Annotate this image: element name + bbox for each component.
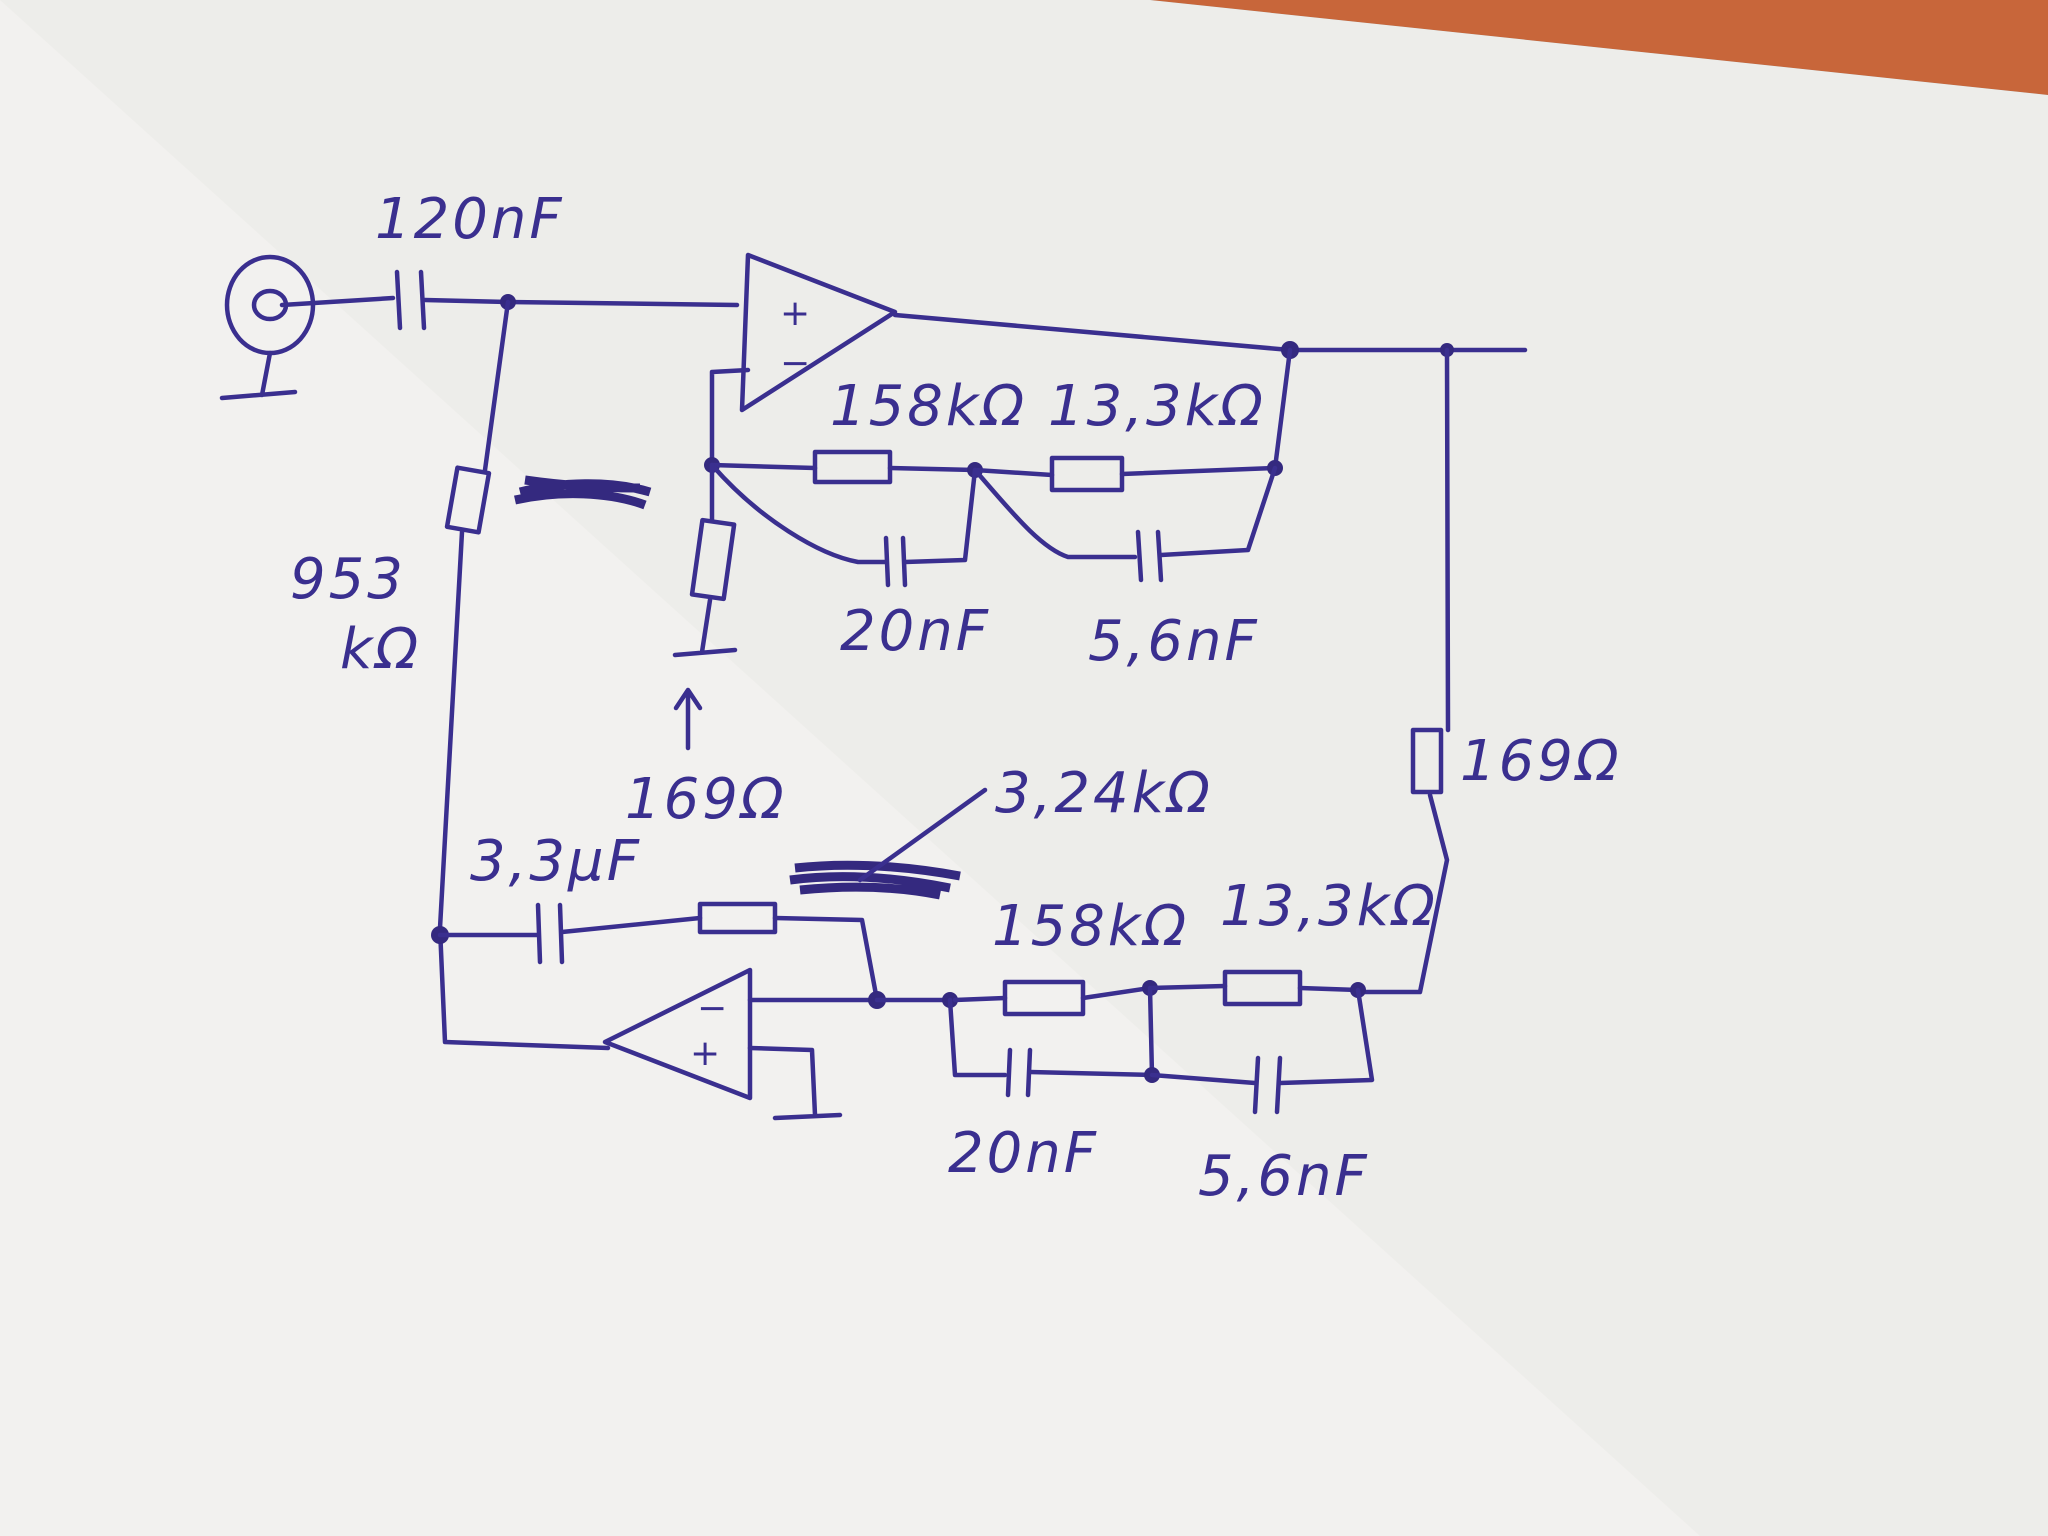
wire-to-top-r2 xyxy=(972,467,1055,478)
label-r-bias-unit: kΩ xyxy=(340,617,421,682)
arrow-up-icon xyxy=(673,687,703,751)
opamp-bottom-plus: + xyxy=(690,1033,720,1074)
wire-bias-bottom xyxy=(437,529,611,1051)
crossed-out-scribble-1 xyxy=(514,475,652,510)
ground-symbol-top xyxy=(672,597,738,658)
wire-top-c1-right xyxy=(902,467,978,565)
label-top-c1: 20nF xyxy=(840,599,991,664)
label-bot-c2: 5,6nF xyxy=(1198,1144,1370,1209)
wire-top-c2-left xyxy=(972,467,1138,560)
label-r-feedback: 3,24kΩ xyxy=(995,761,1213,826)
opamp-bottom-minus: − xyxy=(697,988,727,1029)
label-top-r2: 13,3kΩ xyxy=(1048,374,1266,439)
wire-feedback-right xyxy=(772,915,880,1003)
opamp-bottom-icon xyxy=(602,967,753,1101)
wire-bot-r1 xyxy=(952,985,1153,1003)
ground-resistor-icon xyxy=(689,517,737,602)
label-c-coupling: 3,3μF xyxy=(470,829,642,894)
right-resistor-icon xyxy=(1410,727,1444,795)
opamp-top-minus: − xyxy=(780,343,810,384)
wire-top-c1-left xyxy=(709,462,888,565)
wire-top-r1-r2 xyxy=(887,465,978,473)
label-r-right: 169Ω xyxy=(1460,729,1622,794)
bias-resistor-icon xyxy=(444,465,492,535)
label-r-ground-left: 169Ω xyxy=(625,767,787,832)
wire-opamp-top-minus xyxy=(709,367,751,468)
circuit-drawing: + − xyxy=(219,252,1528,1121)
input-ground-symbol xyxy=(219,350,298,401)
label-bot-r2: 13,3kΩ xyxy=(1220,874,1438,939)
wire-top-c2-right xyxy=(1158,465,1278,558)
wire-to-top-r1 xyxy=(709,462,818,471)
opamp-top-plus: + xyxy=(780,293,810,334)
wire-bias-top xyxy=(482,299,511,473)
label-leader-line xyxy=(857,787,988,883)
label-bot-c1: 20nF xyxy=(948,1121,1099,1186)
wire-right-top xyxy=(1444,347,1451,733)
opamp-top-icon xyxy=(739,252,898,413)
label-top-c2: 5,6nF xyxy=(1088,609,1260,674)
label-top-r1: 158kΩ xyxy=(830,374,1027,439)
label-bot-r1: 158kΩ xyxy=(992,894,1189,959)
label-input-cap: 120nF xyxy=(375,187,565,252)
ground-symbol-bottom xyxy=(747,1045,843,1121)
wire-input xyxy=(279,295,396,308)
input-capacitor-icon xyxy=(394,269,427,331)
wire-bot-r2 xyxy=(1147,983,1361,993)
wire-right-bottom xyxy=(1362,792,1450,995)
wire-bot-c2-right xyxy=(1277,987,1375,1086)
wire-to-feedback-resistor xyxy=(559,915,703,935)
wire-bot-c1-left xyxy=(947,997,1008,1078)
wire-bot-c2-left xyxy=(1149,1072,1258,1086)
bot-c2-icon xyxy=(1252,1055,1283,1115)
label-r-bias: 953 xyxy=(290,547,406,612)
